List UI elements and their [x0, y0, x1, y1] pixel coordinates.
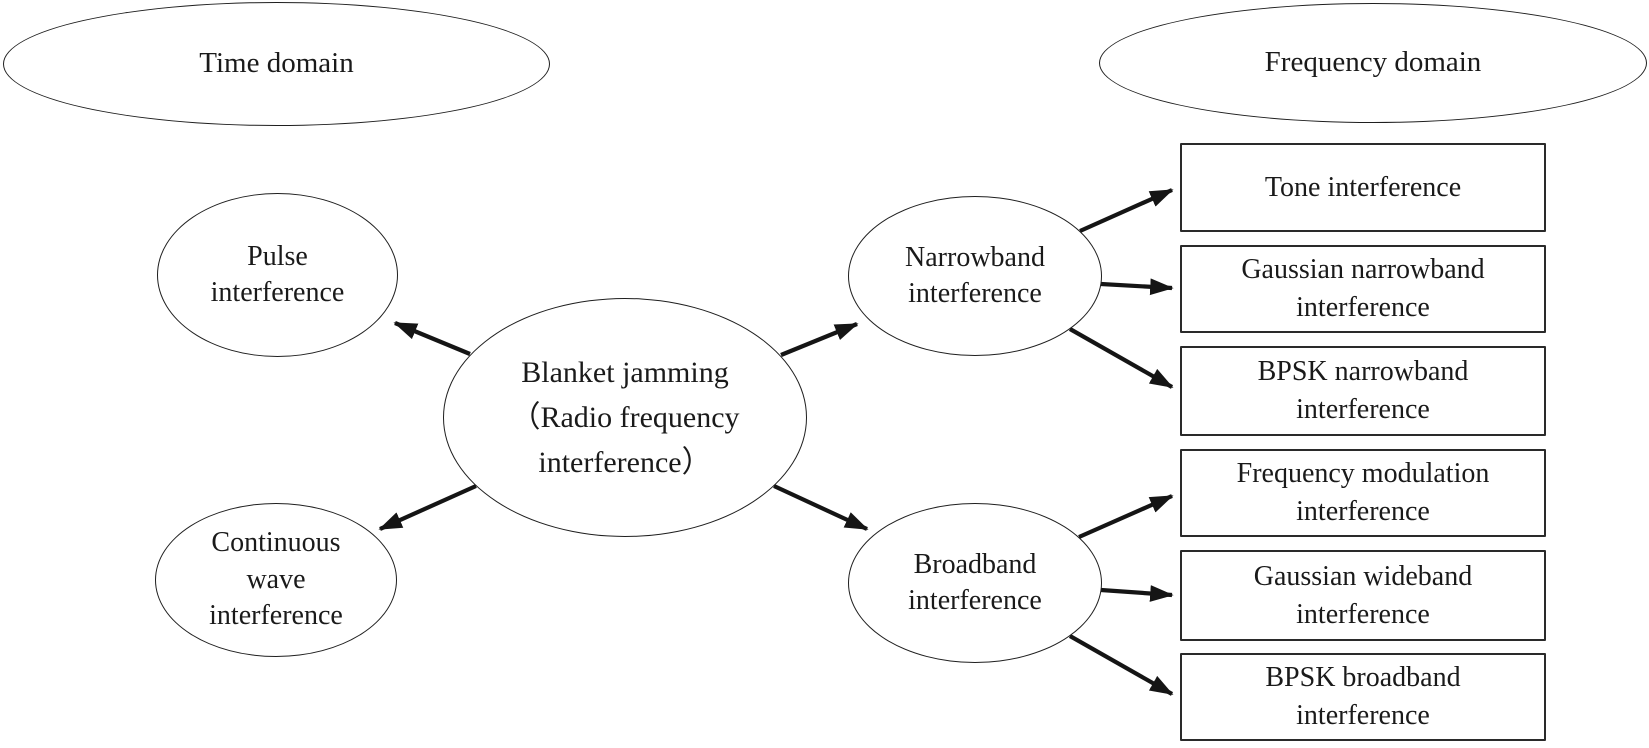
blanket-jamming-node: Blanket jamming （Radio frequency interfe…: [443, 298, 807, 537]
arrow-broadband-to-frequency-modulation: [1078, 494, 1174, 539]
arrow-narrowband-to-tone: [1079, 188, 1174, 233]
frequency-domain-label: Frequency domain: [1264, 46, 1482, 79]
gaussian-wideband-interference-box: Gaussian wideband interference: [1180, 550, 1546, 641]
time-domain-label: Time domain: [199, 47, 354, 80]
continuous-wave-interference-node: Continuous wave interference: [155, 503, 397, 657]
blanket-jamming-label: Blanket jamming （Radio frequency interfe…: [510, 356, 740, 479]
frequency-domain-header-ellipse: Frequency domain: [1099, 3, 1647, 123]
time-domain-header-ellipse: Time domain: [3, 2, 550, 126]
continuous-wave-interference-label: Continuous wave interference: [209, 527, 343, 632]
narrowband-interference-label: Narrowband interference: [905, 241, 1045, 309]
arrow-blanket-to-continuous-wave: [378, 484, 477, 531]
tone-interference-box: Tone interference: [1180, 143, 1546, 232]
gaussian-wideband-interference-label: Gaussian wideband interference: [1253, 560, 1473, 630]
arrow-blanket-to-broadband: [773, 484, 869, 531]
bpsk-narrowband-interference-box: BPSK narrowband interference: [1180, 346, 1546, 436]
broadband-interference-label: Broadband interference: [908, 548, 1042, 616]
tone-interference-label: Tone interference: [1264, 171, 1462, 203]
frequency-modulation-interference-label: Frequency modulation interference: [1236, 458, 1490, 527]
arrow-narrowband-to-gaussian-narrowband: [1100, 278, 1174, 296]
pulse-interference-node: Pulse interference: [157, 193, 398, 357]
arrow-blanket-to-narrowband: [780, 322, 859, 357]
bpsk-narrowband-interference-label: BPSK narrowband interference: [1257, 356, 1469, 425]
arrow-broadband-to-bpsk-broadband: [1068, 634, 1174, 696]
bpsk-broadband-interference-box: BPSK broadband interference: [1180, 653, 1546, 741]
gaussian-narrowband-interference-box: Gaussian narrowband interference: [1180, 245, 1546, 333]
arrow-broadband-to-gaussian-wideband: [1100, 585, 1174, 602]
frequency-modulation-interference-box: Frequency modulation interference: [1180, 449, 1546, 537]
broadband-interference-node: Broadband interference: [848, 503, 1102, 663]
bpsk-broadband-interference-label: BPSK broadband interference: [1265, 662, 1461, 731]
gaussian-narrowband-interference-label: Gaussian narrowband interference: [1241, 254, 1485, 323]
arrow-narrowband-to-bpsk-narrowband: [1068, 327, 1174, 389]
arrow-blanket-to-pulse: [393, 321, 471, 356]
pulse-interference-label: Pulse interference: [210, 240, 345, 308]
narrowband-interference-node: Narrowband interference: [848, 196, 1102, 356]
